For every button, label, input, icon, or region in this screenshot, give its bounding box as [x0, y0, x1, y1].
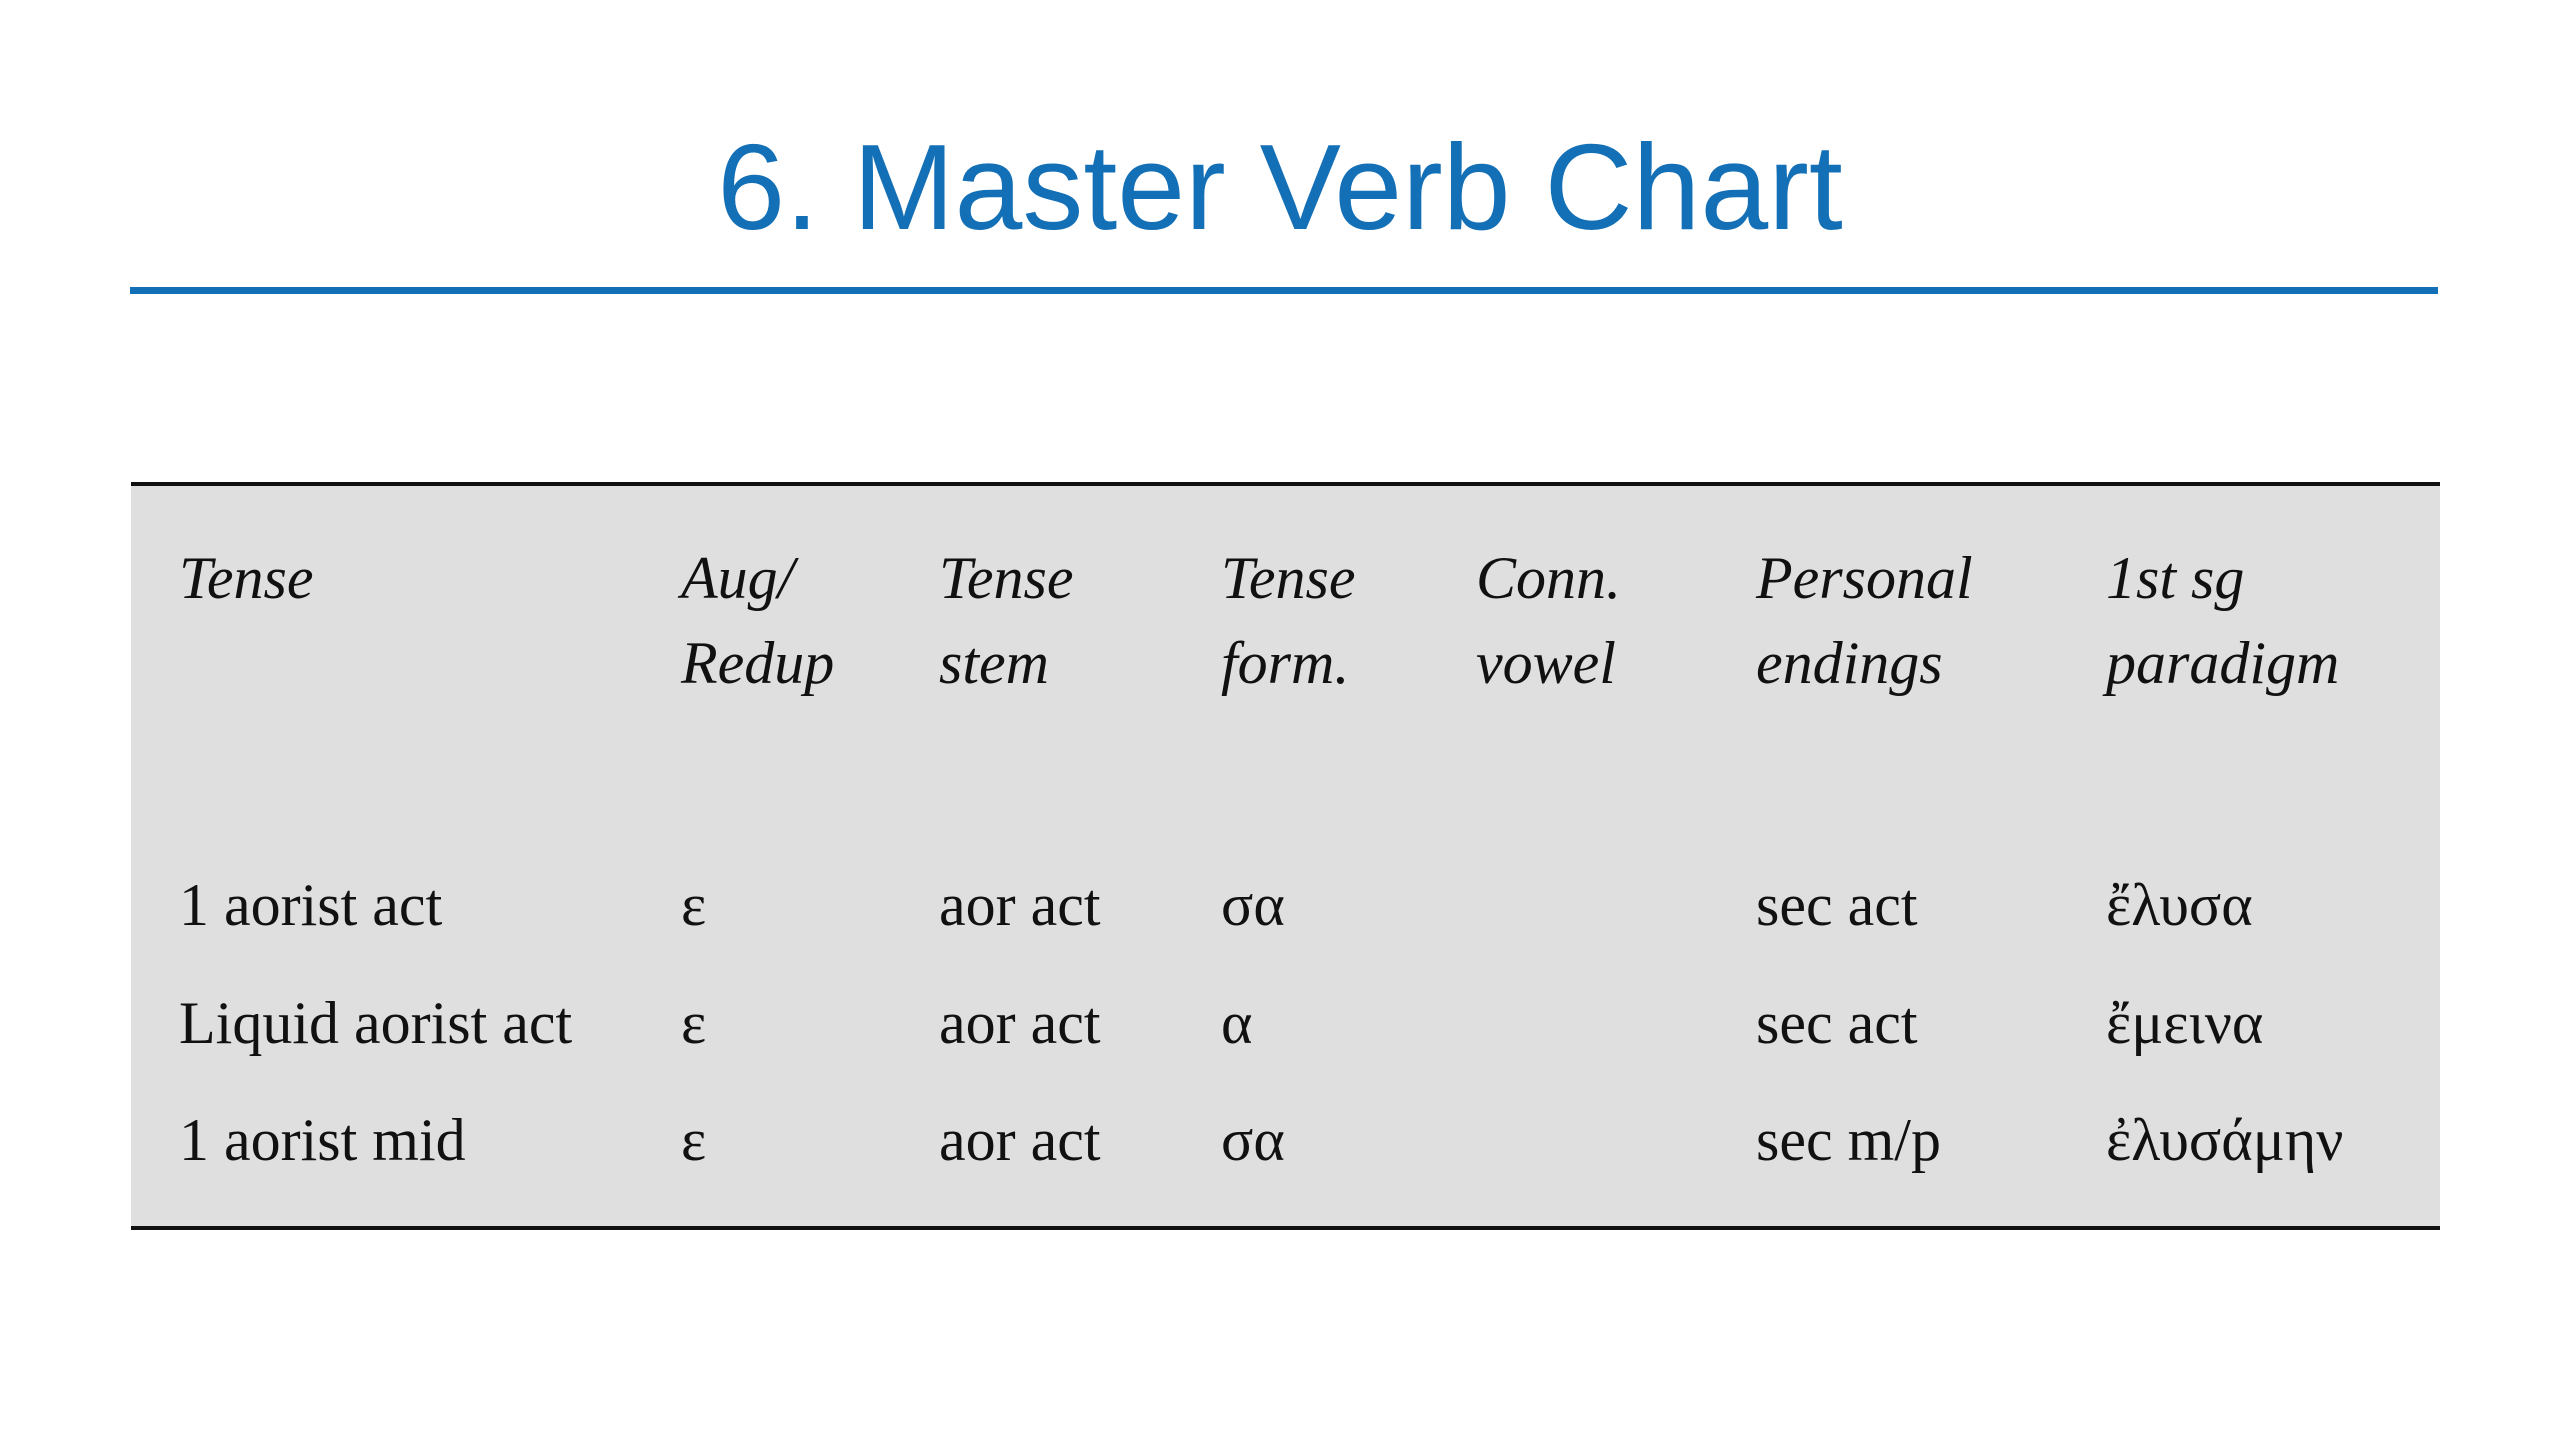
header-aug-redup-1: Aug/ — [681, 545, 795, 611]
header-paradigm-2: paradigm — [2106, 630, 2340, 696]
header-connecting-vowel-2: vowel — [1476, 630, 1616, 696]
header-personal-endings-2: endings — [1756, 630, 1943, 696]
cell-tense-row2: Liquid aorist act — [179, 990, 573, 1056]
cell-aug-redup-row1: ε — [681, 872, 707, 938]
cell-tense-formative-row1: σα — [1221, 872, 1285, 938]
header-tense-stem-1: Tense — [939, 545, 1074, 611]
cell-personal-endings-row3: sec m/p — [1756, 1107, 1941, 1173]
cell-tense-row3: 1 aorist mid — [179, 1107, 466, 1173]
cell-paradigm-row1: ἔλυσα — [2106, 872, 2253, 938]
cell-tense-formative-row3: σα — [1221, 1107, 1285, 1173]
cell-tense-stem-row3: aor act — [939, 1107, 1101, 1173]
header-tense-stem-2: stem — [939, 630, 1049, 696]
cell-tense-stem-row2: aor act — [939, 990, 1101, 1056]
header-tense-formative-1: Tense — [1221, 545, 1356, 611]
cell-tense-stem-row1: aor act — [939, 872, 1101, 938]
cell-personal-endings-row2: sec act — [1756, 990, 1918, 1056]
header-personal-endings-1: Personal — [1756, 545, 1973, 611]
header-tense-1: Tense — [179, 545, 314, 611]
title-underline — [130, 287, 2438, 294]
cell-tense-row1: 1 aorist act — [179, 872, 443, 938]
header-paradigm-1: 1st sg — [2106, 545, 2245, 611]
header-tense-formative-2: form. — [1221, 630, 1350, 696]
slide-title: 6. Master Verb Chart — [717, 119, 1843, 255]
cell-aug-redup-row2: ε — [681, 990, 707, 1056]
cell-paradigm-row2: ἔμεινα — [2106, 990, 2264, 1056]
header-connecting-vowel-1: Conn. — [1476, 545, 1622, 611]
cell-personal-endings-row1: sec act — [1756, 872, 1918, 938]
cell-tense-formative-row2: α — [1221, 990, 1253, 1056]
header-aug-redup-2: Redup — [681, 630, 835, 696]
verb-chart-table: Tense Aug/Redup Tense stem Tense form. Conn. vo… — [131, 482, 2440, 1230]
cell-aug-redup-row3: ε — [681, 1107, 707, 1173]
cell-paradigm-row3: ἐλυσάμην — [2106, 1107, 2344, 1173]
